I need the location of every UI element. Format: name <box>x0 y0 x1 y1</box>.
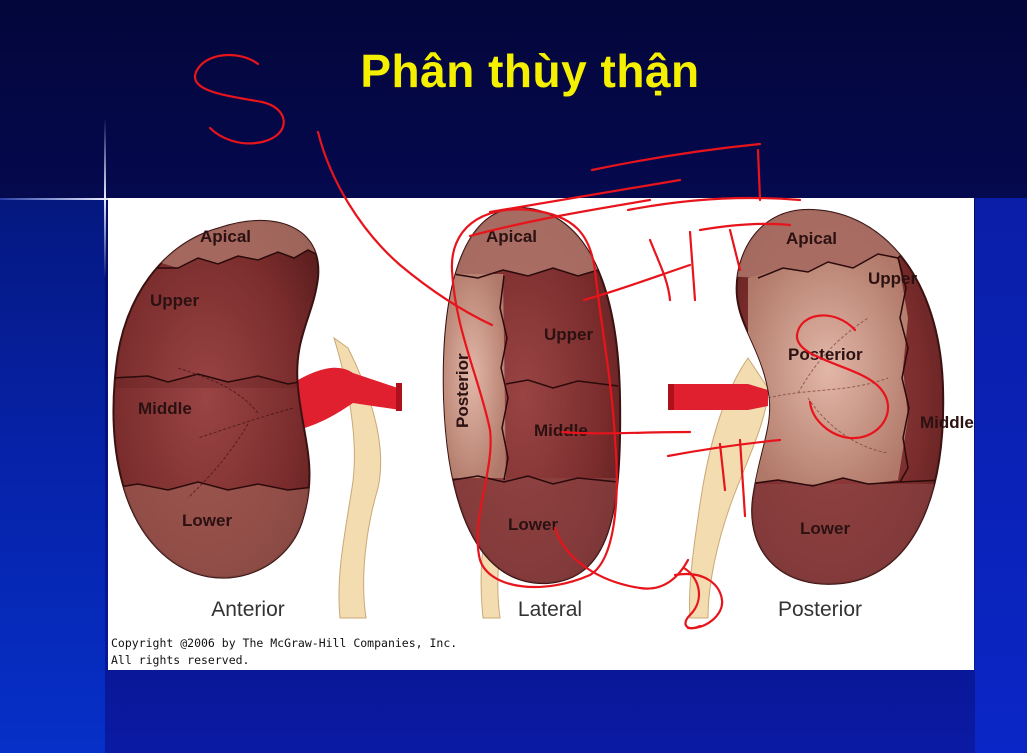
anterior-middle-label: Middle <box>138 399 192 418</box>
anterior-upper-label: Upper <box>150 291 200 310</box>
lateral-caption: Lateral <box>518 598 582 621</box>
slide-title: Phân thùy thận <box>360 45 700 97</box>
lateral-apical-label: Apical <box>486 227 537 246</box>
lateral-upper-label: Upper <box>544 325 594 344</box>
copyright-line-1: Copyright @2006 by The McGraw-Hill Compa… <box>111 636 458 650</box>
posterior-upper-label: Upper <box>868 269 918 288</box>
kidney-illustration: Apical Upper Middle Lower Anterior <box>112 206 974 621</box>
kidney-segments-figure: Apical Upper Middle Lower Anterior <box>108 198 974 670</box>
posterior-kidney: Apical Upper Posterior Middle Lower Post… <box>668 208 974 621</box>
lateral-middle-label: Middle <box>534 421 588 440</box>
posterior-lower-label: Lower <box>800 519 850 538</box>
anterior-lower-label: Lower <box>182 511 232 530</box>
accent-line-horizontal <box>0 198 190 200</box>
lateral-lower-label: Lower <box>508 515 558 534</box>
right-decorative-strip <box>975 198 1027 753</box>
lateral-kidney: Apical Posterior Upper Middle Lower Late… <box>442 206 622 621</box>
posterior-apical-label: Apical <box>786 229 837 248</box>
lateral-posterior-label: Posterior <box>453 353 472 428</box>
posterior-posterior-label: Posterior <box>788 345 863 364</box>
copyright-line-2: All rights reserved. <box>111 653 250 667</box>
header-band <box>0 0 1027 198</box>
anterior-apical-label: Apical <box>200 227 251 246</box>
posterior-middle-label: Middle <box>920 413 974 432</box>
anterior-kidney: Apical Upper Middle Lower Anterior <box>112 219 402 621</box>
posterior-caption: Posterior <box>778 598 862 621</box>
anterior-caption: Anterior <box>211 598 285 621</box>
